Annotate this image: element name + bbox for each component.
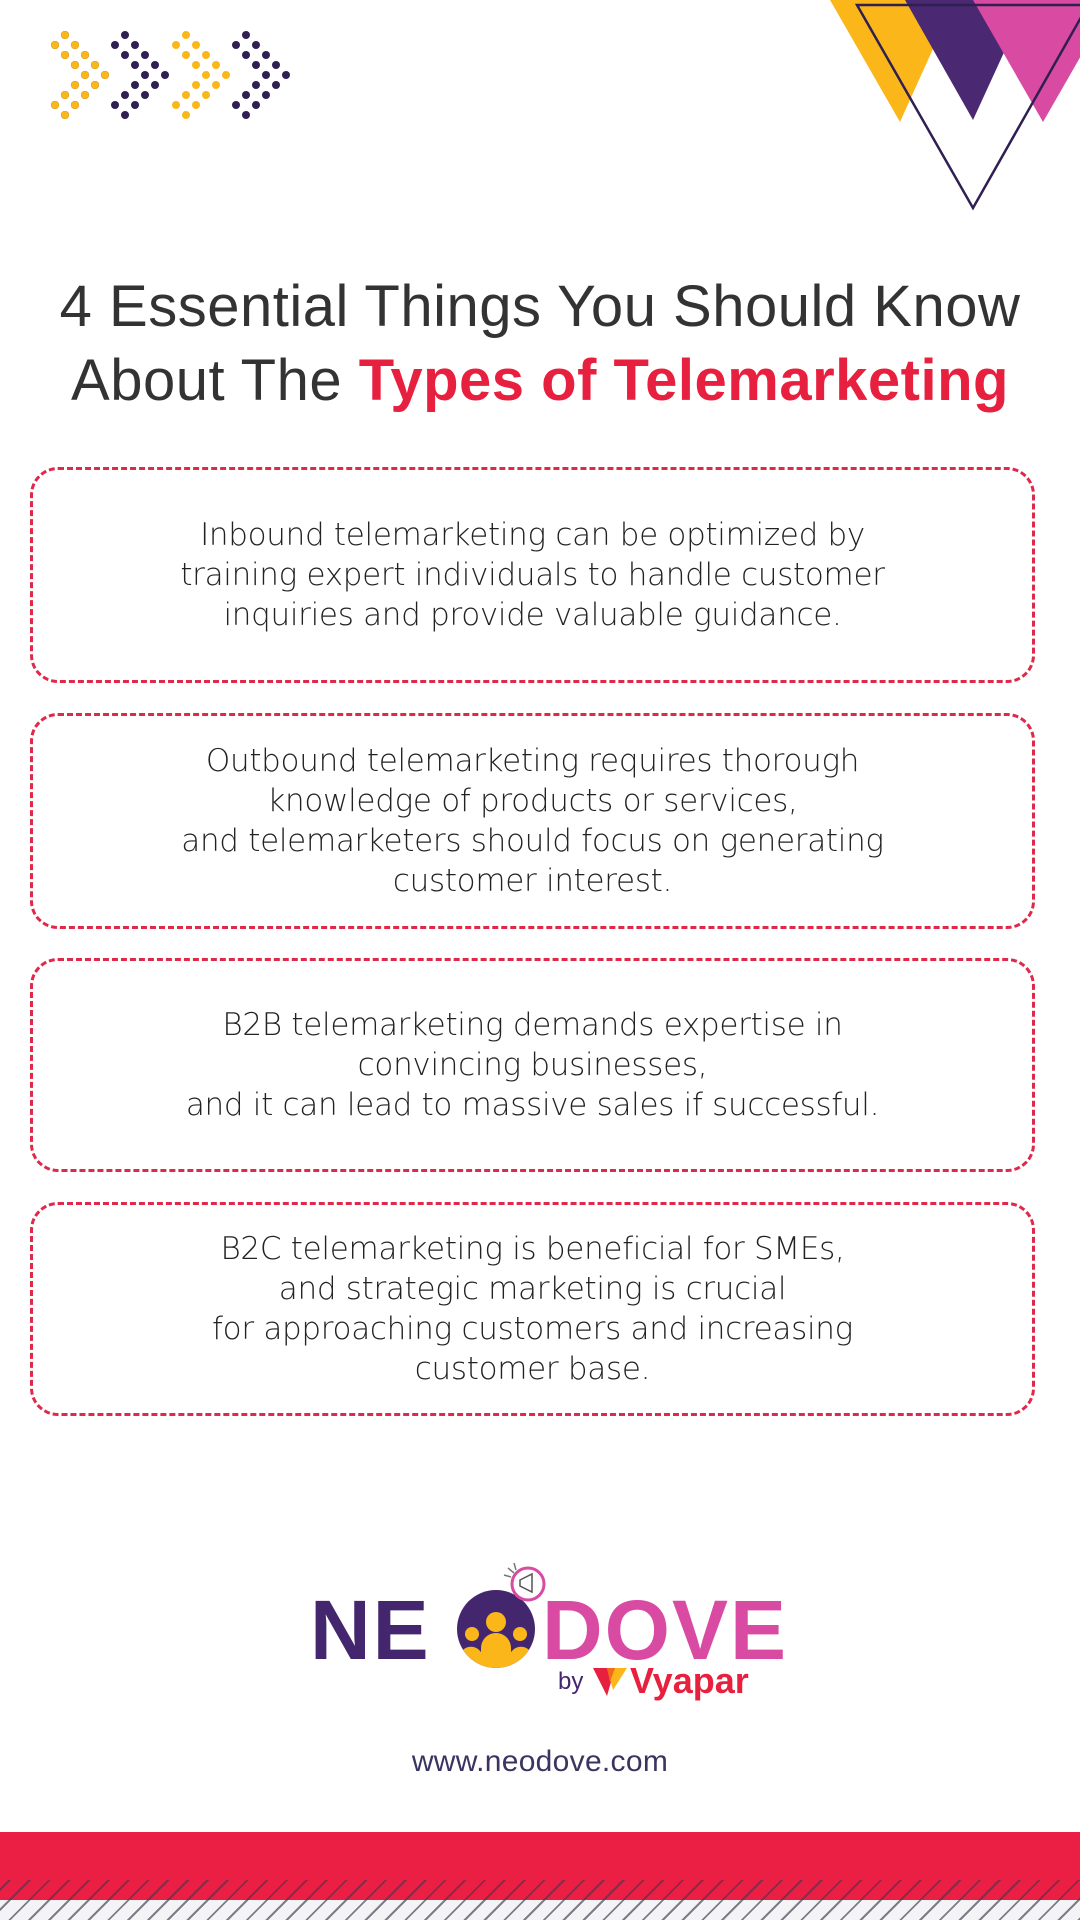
vyapar-logo-mark-icon [593, 1668, 627, 1696]
card-text: B2B telemarketing demands expertise in c… [185, 1007, 880, 1123]
title-line-2-prefix: About The [71, 348, 359, 413]
info-card-b2b: B2B telemarketing demands expertise in c… [30, 958, 1035, 1172]
info-card-outbound: Outbound telemarketing requires thorough… [30, 713, 1035, 929]
card-text: B2C telemarketing is beneficial for SMEs… [212, 1231, 853, 1387]
page-title: 4 Essential Things You Should Know About… [0, 270, 1080, 418]
title-line-1: 4 Essential Things You Should Know [59, 274, 1021, 339]
logo-by-text: by [558, 1668, 584, 1695]
megaphone-icon [503, 1562, 546, 1602]
footer-red-bar [0, 1832, 1080, 1880]
footer-hatch-red-pattern [0, 1880, 1080, 1900]
logo-partner-vyapar: Vyapar [630, 1660, 749, 1701]
logo-text-neo: NE [310, 1583, 431, 1677]
dotted-chevron-arrows-icon [51, 31, 290, 119]
logo-text-dove: DOVE [542, 1583, 789, 1677]
neodove-logo: NE DOVE by Vyapar [310, 1560, 786, 1701]
card-text: Inbound telemarketing can be optimized b… [180, 517, 885, 633]
info-card-inbound: Inbound telemarketing can be optimized b… [30, 467, 1035, 683]
card-text: Outbound telemarketing requires thorough… [181, 743, 884, 899]
website-link[interactable]: www.neodove.com [411, 1745, 669, 1778]
title-accent: Types of Telemarketing [358, 348, 1009, 413]
people-group-icon [457, 1590, 535, 1668]
overlapping-triangles-icon [830, 0, 1080, 211]
title-line-2: About The Types of Telemarketing [0, 344, 1080, 418]
info-card-b2c: B2C telemarketing is beneficial for SMEs… [30, 1202, 1035, 1416]
